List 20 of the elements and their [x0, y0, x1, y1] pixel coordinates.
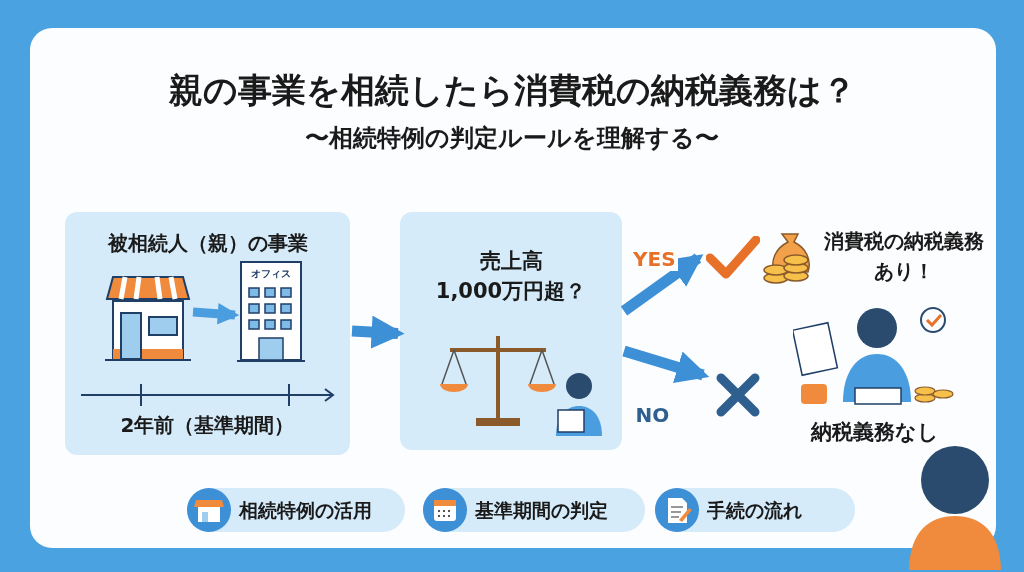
panel-heading: 被相続人（親）の事業	[106, 230, 309, 257]
tag-label: 基準期間の判定	[475, 498, 608, 523]
tag-label: 相続特例の活用	[239, 498, 372, 523]
arrow	[351, 315, 405, 349]
arrow	[192, 303, 240, 325]
tag-pill	[423, 488, 645, 532]
tag-label: 手続の流れ	[707, 498, 802, 523]
decision-panel	[400, 212, 622, 450]
arrow	[620, 253, 704, 316]
result-text: 納税義務なし	[809, 419, 940, 446]
process-panel	[65, 212, 350, 455]
subtitle: 〜相続特例の判定ルールを理解する〜	[304, 123, 720, 154]
arrow	[622, 345, 710, 384]
tag-pill	[655, 488, 855, 532]
tag-pill	[187, 488, 405, 532]
period-label: 2年前（基準期間）	[119, 412, 296, 439]
result-text: 消費税の納税義務あり！	[823, 228, 985, 285]
sign-text: オフィス	[250, 267, 292, 281]
title: 親の事業を相続したら消費税の納税義務は？	[167, 69, 857, 112]
question-text: 売上高 1,000万円超？	[434, 248, 588, 306]
